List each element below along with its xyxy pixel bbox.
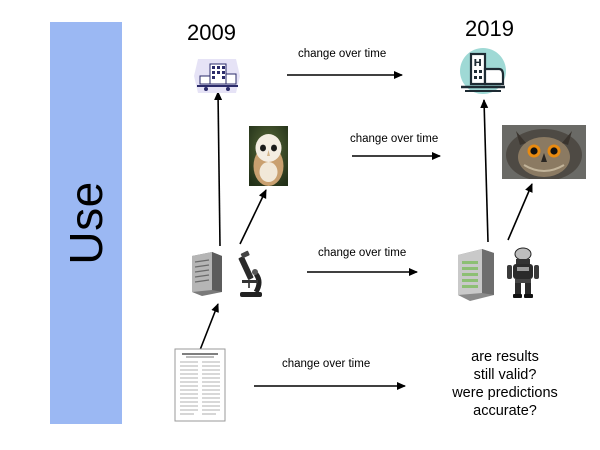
barn-owl-photo [249, 126, 288, 186]
question-line-4: accurate? [473, 403, 537, 419]
sidebar-bar [50, 22, 122, 424]
year-2009-label: 2009 [187, 20, 236, 45]
arrow-robot-to-eagle-owl [507, 183, 533, 241]
robot-icon [507, 247, 539, 298]
change-caption-row2: change over time [350, 133, 439, 145]
question-line-3: were predictions [452, 385, 558, 401]
change-caption-row4: change over time [282, 358, 371, 370]
svg-text:H: H [474, 58, 482, 69]
document-icon [174, 348, 226, 422]
eagle-owl-photo [502, 125, 586, 179]
validity-question: are results still valid? were prediction… [432, 348, 578, 420]
change-caption-row1: change over time [298, 48, 387, 60]
change-caption-row3: change over time [318, 247, 407, 259]
question-line-1: are results [471, 349, 539, 365]
server-icon [458, 249, 494, 301]
year-2019-label: 2019 [465, 16, 514, 41]
hospital-icon [194, 59, 240, 93]
arrow-server-to-new-hospital [480, 99, 489, 243]
server-icon [192, 252, 222, 296]
arrow-server-to-hospital [214, 91, 223, 247]
hospital-icon: H [460, 48, 506, 94]
microscope-icon [238, 250, 262, 297]
arrow-microscope-to-owl [239, 189, 267, 245]
arrow-paper-to-server [199, 303, 219, 351]
question-line-2: still valid? [473, 367, 537, 383]
